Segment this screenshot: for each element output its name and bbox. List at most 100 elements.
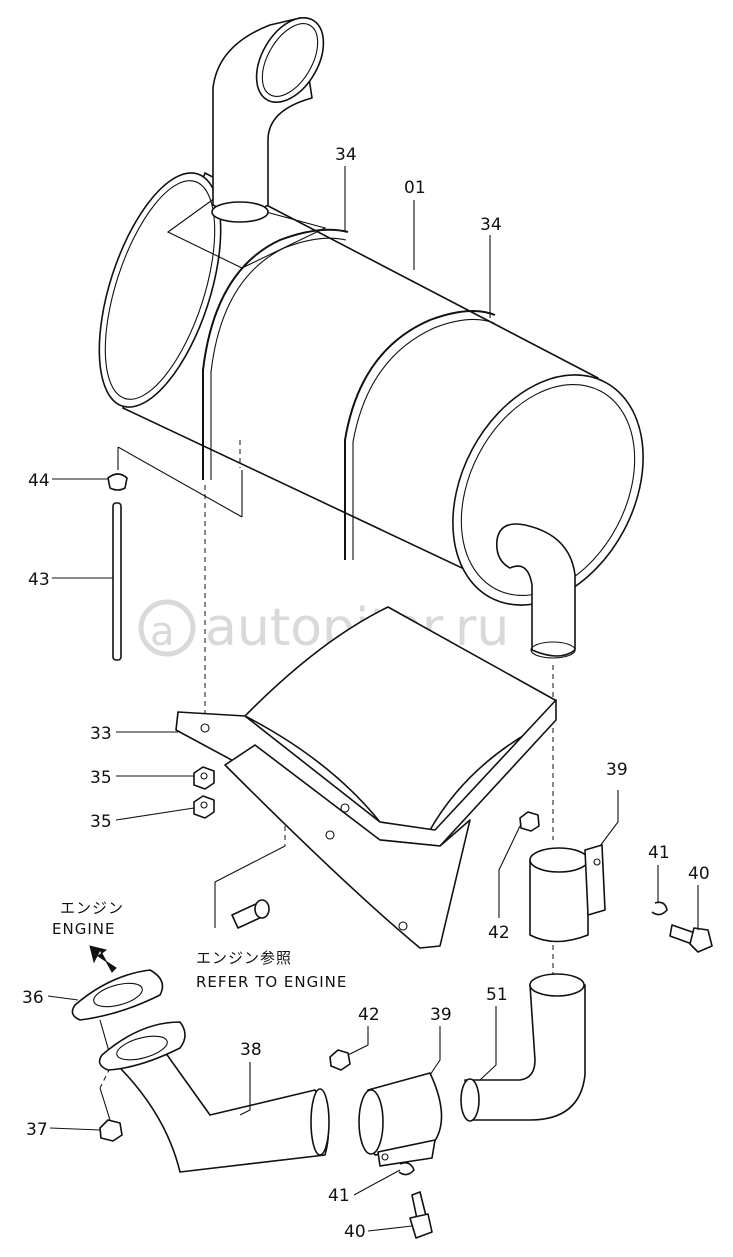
muffler-rear-end [98, 172, 222, 408]
muffler-rear-rim [104, 180, 216, 400]
engine-note-jp: エンジン [60, 899, 124, 917]
lower-clamp-group [329, 1049, 443, 1239]
gasket-36 [71, 969, 164, 1021]
u-bolt-rear-inner [210, 237, 347, 480]
leader-line [367, 1225, 413, 1232]
callout-42-upper: 42 [488, 923, 510, 943]
bolt-40-lower-head [409, 1213, 433, 1239]
upper-clamp-group [519, 811, 713, 953]
callout-01: 01 [404, 178, 426, 198]
refer-note-en: REFER TO ENGINE [196, 973, 347, 991]
leader-line [49, 1127, 101, 1131]
nut-42-lower [329, 1049, 351, 1071]
bracket-hole [398, 921, 408, 931]
engine-bolt [231, 899, 270, 929]
u-bolt-front-inner [352, 318, 495, 560]
nut-42-upper [519, 811, 540, 832]
watermark-logo-mark: a [150, 609, 175, 655]
bracket-hole [200, 723, 210, 733]
muffler-assembly [98, 16, 644, 659]
callout-37: 37 [26, 1120, 48, 1140]
leader-line [599, 790, 619, 847]
engine-direction-arrow-icon [89, 945, 117, 973]
guide-line [99, 1067, 111, 1089]
leader-lines [47, 166, 699, 1232]
mounting-bracket [175, 606, 557, 949]
callout-39-upper: 39 [606, 760, 628, 780]
refer-note-jp: エンジン参照 [196, 949, 292, 967]
callout-40-lower: 40 [344, 1222, 366, 1242]
bracket-leg [224, 744, 471, 949]
inlet-pipe-end [530, 641, 576, 659]
callout-39-lower: 39 [430, 1005, 452, 1025]
pipe-38-inlet [116, 1035, 168, 1061]
elbow-51-top [529, 973, 585, 997]
callout-labels: 34 01 34 44 43 33 35 35 39 41 40 42 36 3… [22, 145, 710, 1242]
callout-41-upper: 41 [648, 843, 670, 863]
clamp-39-upper-top [529, 847, 589, 873]
gasket-36-hole [93, 982, 143, 1008]
guide-line [99, 1087, 111, 1121]
nut-upper-hole [200, 772, 208, 780]
callout-43: 43 [28, 570, 50, 590]
leader-line [429, 1026, 441, 1076]
elbow-51 [460, 973, 586, 1122]
clamp-39-upper [529, 859, 589, 943]
callout-38: 38 [240, 1040, 262, 1060]
nut-lower [193, 795, 215, 819]
rod [112, 502, 122, 661]
leader-line [498, 825, 521, 918]
watermark-logo-icon [138, 599, 196, 657]
leader-line [115, 807, 195, 821]
u-bolt-front [344, 310, 496, 560]
guide-line [117, 446, 243, 518]
clamp-39-upper-lug [584, 844, 606, 916]
exhaust-pipe-group [71, 969, 330, 1173]
callout-34-rear: 34 [335, 145, 357, 165]
tail-pipe-outlet [255, 16, 325, 104]
u-bolt-rear [202, 228, 349, 480]
callout-34-front: 34 [480, 215, 502, 235]
bracket-saddle [244, 606, 556, 831]
guide-line [214, 845, 286, 883]
nut-37 [99, 1119, 123, 1142]
callout-33: 33 [90, 724, 112, 744]
clamp-39-lower-lug [377, 1139, 436, 1167]
washer-41-lower [398, 1162, 415, 1176]
guide-lines [99, 440, 554, 1121]
clip [107, 473, 128, 491]
callout-35-lower: 35 [90, 812, 112, 832]
pipe-38-outlet [310, 1088, 330, 1156]
elbow-51-end [460, 1078, 480, 1122]
mount-pad [166, 197, 327, 269]
callout-51: 51 [486, 985, 508, 1005]
bracket-hole [340, 803, 350, 813]
leader-line [347, 1026, 369, 1056]
clamp-lug-hole [593, 858, 601, 866]
clamp-lug-hole [381, 1153, 389, 1161]
nuts-35 [193, 766, 215, 819]
callout-36: 36 [22, 988, 44, 1008]
bolt-40-upper-head [689, 927, 713, 953]
leader-line [239, 1062, 251, 1116]
elbow-51-body [464, 976, 586, 1121]
engine-bolt-head [254, 899, 270, 919]
muffler-front-rim [460, 383, 636, 597]
tail-pipe-outlet-rim [261, 23, 319, 97]
bracket-hole [325, 830, 335, 840]
tail-pipe-flange [211, 201, 269, 223]
callout-40-upper: 40 [688, 864, 710, 884]
leader-line [479, 1006, 497, 1081]
inlet-pipe [495, 523, 576, 657]
washer-41-upper [651, 901, 668, 916]
leader-line [353, 1169, 401, 1196]
nut-upper [193, 766, 215, 790]
notes: エンジン ENGINE エンジン参照 REFER TO ENGINE [52, 899, 347, 991]
rod-and-clip [107, 473, 128, 661]
engine-note-en: ENGINE [52, 920, 115, 938]
callout-42-lower: 42 [358, 1005, 380, 1025]
nut-lower-hole [200, 801, 208, 809]
leader-line [47, 995, 79, 1001]
clamp-39-lower-end [358, 1089, 384, 1155]
